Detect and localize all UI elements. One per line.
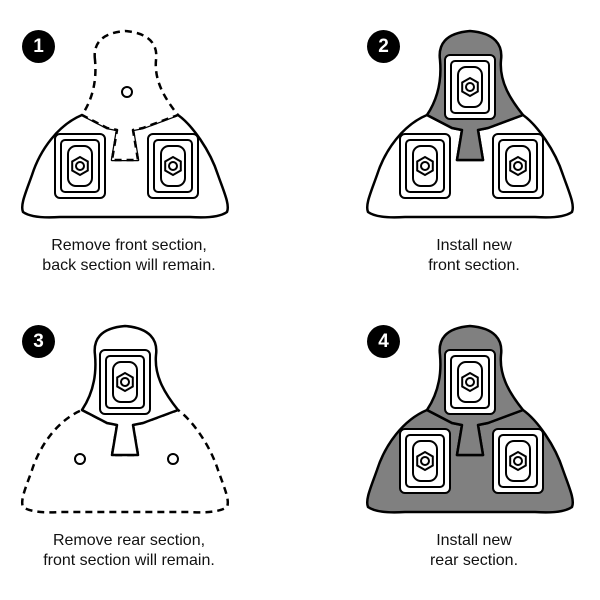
- rear-right-cleat-plate-icon: [492, 133, 544, 199]
- caption-line-2: front section.: [428, 257, 520, 274]
- step-number-badge: 2: [367, 30, 400, 63]
- front-cleat-plate-icon: [444, 54, 496, 120]
- cleat-illustration-step-2: [366, 29, 574, 219]
- screw-hole-icon: [74, 453, 86, 465]
- screw-hole-icon: [121, 86, 133, 98]
- caption-line-1: Install new: [436, 237, 512, 254]
- step-3: 3 Remove rear section, front section wil…: [0, 295, 300, 595]
- cleat-illustration-step-4: [366, 324, 574, 514]
- rear-left-cleat-plate-icon: [399, 428, 451, 494]
- rear-left-cleat-plate-icon: [54, 133, 106, 199]
- caption-line-2: rear section.: [429, 552, 519, 569]
- caption-line-1: Install new: [436, 532, 512, 549]
- rear-left-cleat-plate-icon: [399, 133, 451, 199]
- cleat-illustration-step-3: [21, 324, 229, 514]
- caption-line-1: Remove rear section,: [52, 532, 206, 549]
- front-cleat-plate-icon: [444, 349, 496, 415]
- step-4: 4 Install new rear section.: [345, 295, 600, 595]
- cleat-illustration-step-1: [21, 29, 229, 219]
- step-caption: Install new rear section.: [345, 531, 600, 571]
- step-caption: Install new front section.: [345, 236, 600, 276]
- step-number-badge: 1: [22, 30, 55, 63]
- front-cleat-plate-icon: [99, 349, 151, 415]
- rear-right-cleat-plate-icon: [492, 428, 544, 494]
- caption-line-2: back section will remain.: [42, 257, 216, 274]
- rear-section-removed: [21, 408, 229, 514]
- caption-line-2: front section will remain.: [43, 552, 215, 569]
- step-number-badge: 4: [367, 325, 400, 358]
- step-2: 2 Install new front section.: [345, 0, 600, 300]
- step-1: 1 Remove front section, back section wil…: [0, 0, 300, 300]
- rear-right-cleat-plate-icon: [147, 133, 199, 199]
- step-number-badge: 3: [22, 325, 55, 358]
- step-caption: Remove front section, back section will …: [0, 236, 258, 276]
- caption-line-1: Remove front section,: [51, 237, 207, 254]
- screw-hole-icon: [167, 453, 179, 465]
- step-caption: Remove rear section, front section will …: [0, 531, 258, 571]
